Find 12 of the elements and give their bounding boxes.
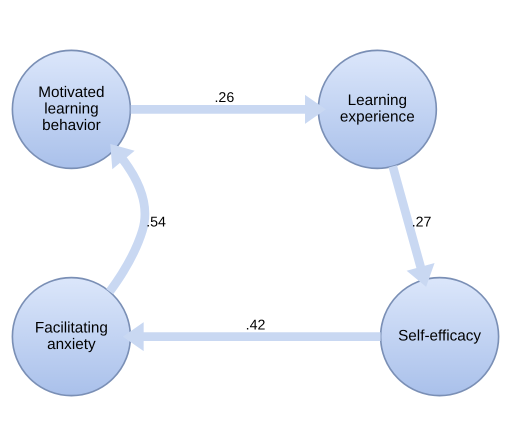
arrow xyxy=(130,94,326,124)
edge-label: .54 xyxy=(146,214,166,230)
node-circle: Motivated learning behavior xyxy=(12,49,132,169)
node-circle: Learning experience xyxy=(318,49,438,169)
node-circle: Facilitating anxiety xyxy=(12,276,132,396)
edge-label: .27 xyxy=(412,214,432,230)
arrow xyxy=(106,144,150,294)
node-circle: Self-efficacy xyxy=(380,276,500,396)
arrow xyxy=(122,322,381,351)
edge-label: .26 xyxy=(214,90,234,106)
edge-label: .42 xyxy=(246,316,266,333)
arrow xyxy=(388,164,435,286)
